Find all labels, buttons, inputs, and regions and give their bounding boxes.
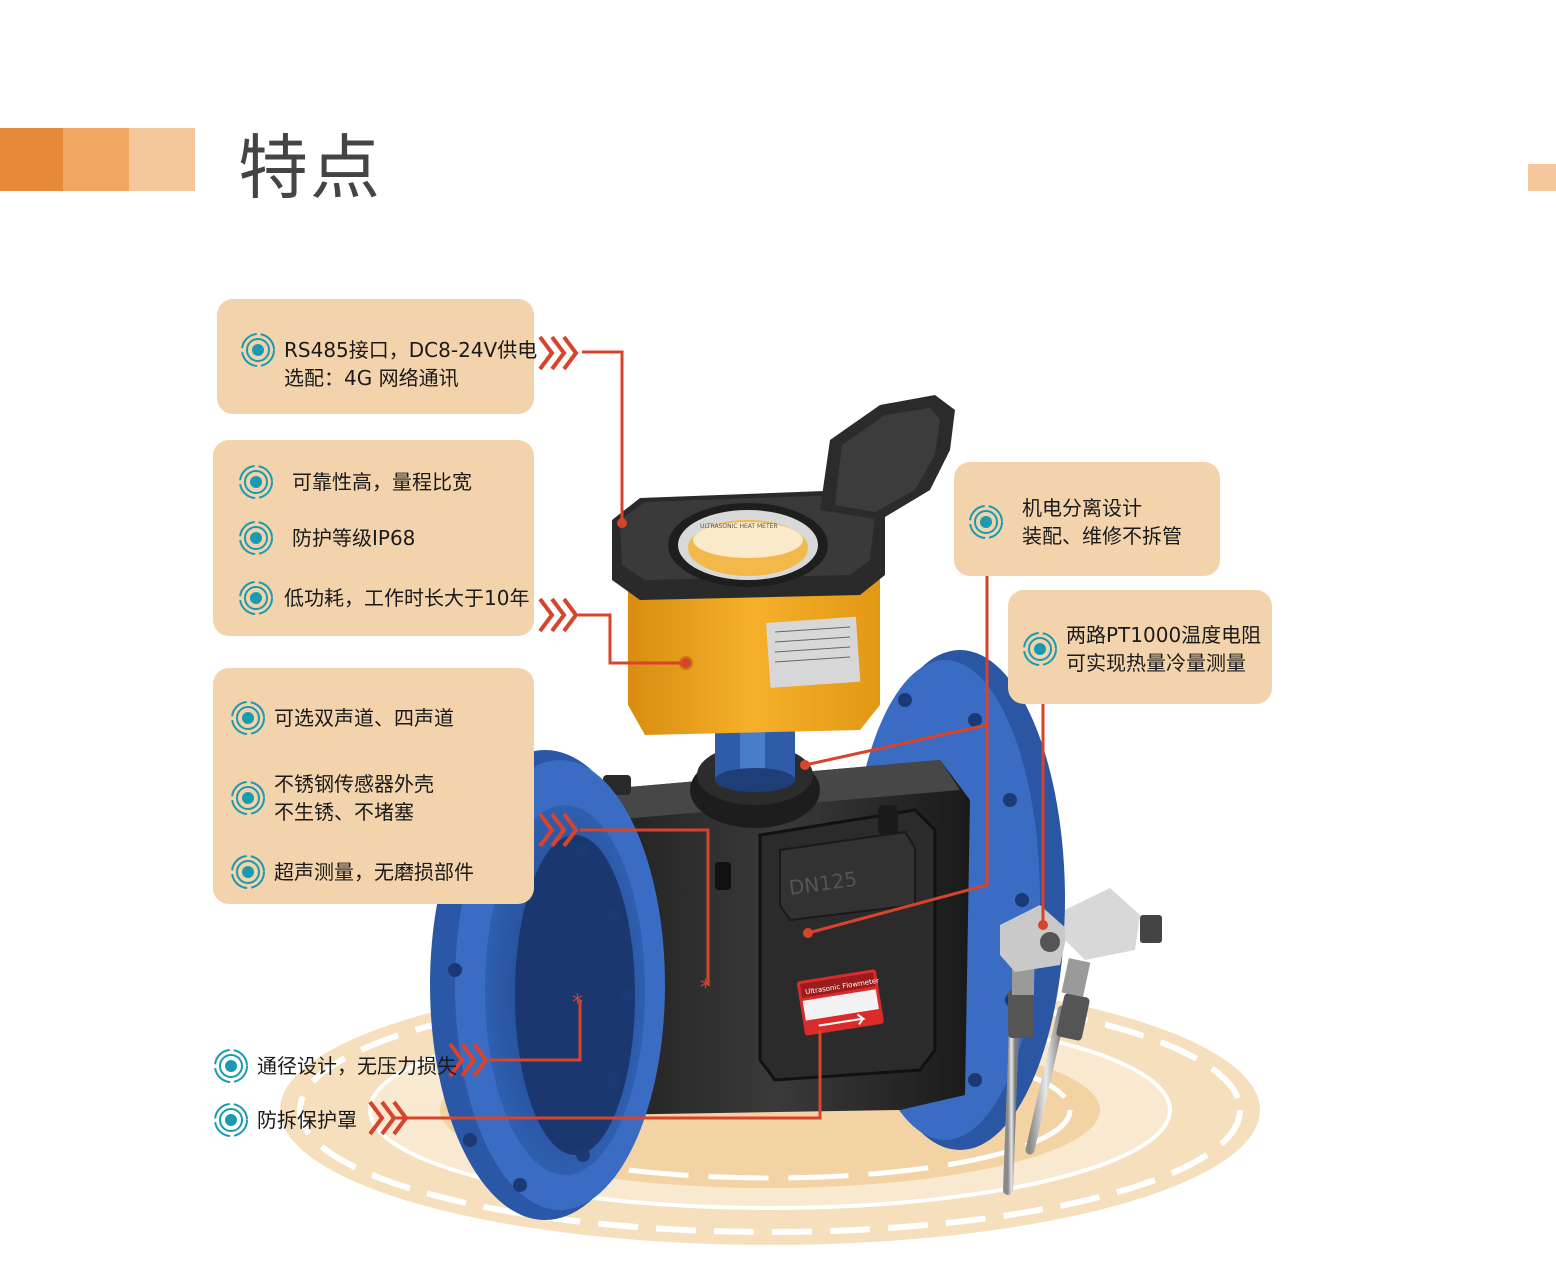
feature-text-line: 不锈钢传感器外壳	[274, 772, 434, 796]
card-sensor	[213, 668, 534, 904]
target-icon	[239, 465, 273, 499]
page-title: 特点	[238, 127, 382, 209]
card-separation	[954, 462, 1220, 576]
target-icon	[214, 1049, 248, 1083]
feature-text: 超声测量，无磨损部件	[274, 860, 474, 884]
head-label: ULTRASONIC HEAT METER	[700, 523, 778, 530]
target-icon	[231, 781, 265, 815]
feature-reliability: 可靠性高，量程比宽	[238, 465, 472, 500]
meter-head: ULTRASONIC HEAT METER	[612, 395, 955, 735]
chevron-arrow-icon	[368, 1100, 409, 1136]
target-icon	[239, 521, 273, 555]
feature-tamper-cover: 防拆保护罩	[213, 1103, 357, 1138]
feature-rs485: RS485接口，DC8-24V供电选配：4G 网络通讯	[240, 333, 538, 392]
svg-text:*: *	[572, 991, 583, 1016]
feature-separation: 机电分离设计装配、维修不拆管	[968, 494, 1182, 550]
feature-text: 可选双声道、四声道	[274, 706, 454, 730]
chevron-arrow-icon	[538, 597, 579, 633]
target-icon	[969, 505, 1003, 539]
header-block-2	[63, 128, 129, 191]
target-icon	[214, 1103, 248, 1137]
nameplate-title: Ultrasonic Flowmeter	[805, 977, 880, 997]
feature-text: 通径设计，无压力损失	[257, 1054, 457, 1078]
feature-text: 防护等级IP68	[292, 526, 416, 550]
feature-ip68: 防护等级IP68	[238, 521, 416, 556]
target-icon	[231, 855, 265, 889]
chevron-arrow-icon	[538, 335, 579, 371]
floor-rings	[280, 975, 1260, 1245]
feature-text-line: 可实现热量冷量测量	[1066, 651, 1246, 675]
card-communication	[217, 299, 534, 414]
chevron-arrow-icon	[538, 812, 579, 848]
feature-full-bore: 通径设计，无压力损失	[213, 1049, 457, 1084]
side-marker	[1528, 164, 1556, 191]
target-icon	[241, 333, 275, 367]
meter-stem	[690, 700, 820, 828]
feature-ultrasonic: 超声测量，无磨损部件	[230, 855, 474, 890]
header-block-1	[0, 128, 63, 191]
nameplate: Ultrasonic Flowmeter	[797, 969, 884, 1036]
right-flange	[850, 650, 1065, 1150]
temperature-probes	[1000, 888, 1162, 1195]
target-icon	[1023, 632, 1057, 666]
feature-text-line: 不生锈、不堵塞	[274, 800, 414, 824]
feature-text-line: 机电分离设计	[1022, 496, 1142, 520]
feature-low-power: 低功耗，工作时长大于10年	[238, 581, 530, 616]
target-icon	[239, 581, 273, 615]
feature-text-line: RS485接口，DC8-24V供电	[284, 338, 538, 362]
chevron-arrow-icon	[448, 1042, 489, 1078]
target-icon	[231, 701, 265, 735]
feature-temperature: 两路PT1000温度电阻可实现热量冷量测量	[1022, 621, 1261, 677]
meter-body: DN125 Ultrasonic Flowmeter	[585, 760, 970, 1115]
feature-stainless: 不锈钢传感器外壳不生锈、不堵塞	[230, 770, 434, 826]
feature-text-line: 装配、维修不拆管	[1022, 524, 1182, 548]
feature-channels: 可选双声道、四声道	[230, 701, 454, 736]
feature-text: 低功耗，工作时长大于10年	[284, 586, 530, 610]
feature-text-line: 选配：4G 网络通讯	[284, 366, 459, 390]
feature-text: 可靠性高，量程比宽	[292, 470, 472, 494]
feature-text-line: 两路PT1000温度电阻	[1066, 623, 1262, 647]
feature-text: 防拆保护罩	[257, 1108, 357, 1132]
card-temperature	[1008, 590, 1272, 704]
leader-dots: * *	[572, 518, 1048, 1016]
size-label: DN125	[787, 867, 858, 900]
header-block-3	[129, 128, 195, 191]
svg-text:*: *	[700, 976, 711, 1001]
